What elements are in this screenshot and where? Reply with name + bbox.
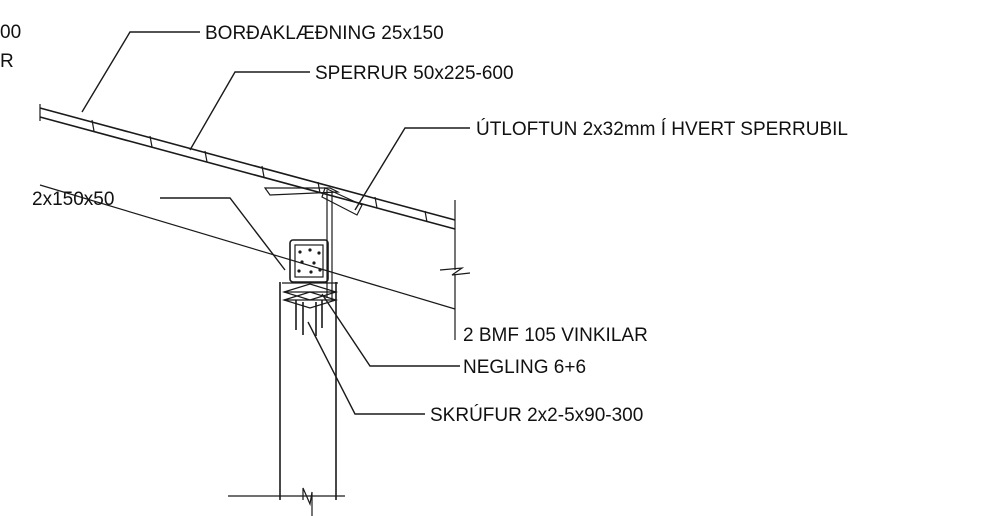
label-ventilation: ÚTLOFTUN 2x32mm Í HVERT SPERRUBIL (476, 118, 848, 140)
leader-sheathing (81, 31, 200, 113)
rafter-outline (39, 184, 471, 340)
label-angles: 2 BMF 105 VINKILAR (463, 325, 648, 346)
leader-ventilation (354, 127, 470, 211)
leader-nailing (321, 293, 460, 367)
roof-sheathing (39, 104, 456, 230)
leader-rafters (189, 71, 310, 151)
ventilation-channel (263, 187, 363, 300)
label-nailing: NEGLING 6+6 (463, 357, 586, 378)
label-screws: SKRÚFUR 2x2-5x90-300 (430, 404, 643, 426)
leader-screws (307, 321, 425, 415)
label-plate: 2x150x50 (32, 189, 114, 210)
edge-text-top: 00 (0, 22, 21, 43)
screws (295, 300, 323, 336)
top-plate-and-bracket (282, 239, 338, 284)
label-sheathing: BORÐAKLÆÐNING 25x150 (205, 23, 444, 44)
edge-text-bottom: R (0, 51, 14, 72)
label-rafters: SPERRUR 50x225-600 (315, 63, 514, 84)
leader-plate (160, 197, 286, 271)
wall-stud (228, 282, 345, 516)
